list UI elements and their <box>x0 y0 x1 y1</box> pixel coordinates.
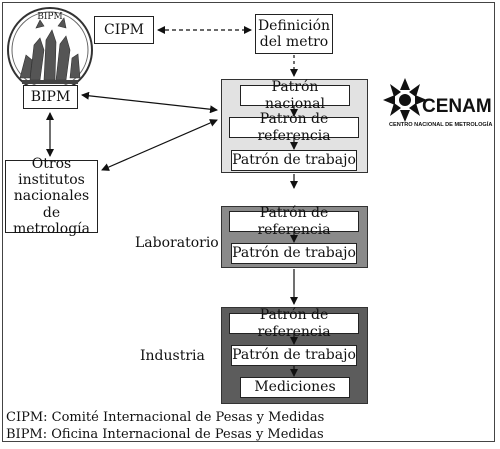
diagram-frame <box>2 2 495 442</box>
definicion-metro-box: Definición del metro <box>255 14 333 54</box>
bipm-seal-text: BIPM <box>37 12 62 22</box>
mediciones-box: Mediciones <box>240 377 350 398</box>
cenam-logo-text: CENAM <box>422 96 492 117</box>
legend-bipm: BIPM: Oficina Internacional de Pesas y M… <box>6 427 324 442</box>
otros-institutos-box: Otros institutos nacionales de metrologí… <box>5 156 98 237</box>
bipm-panel-arrow <box>81 91 218 114</box>
otros-panel-arrow <box>101 119 218 171</box>
legend-cipm: CIPM: Comité Internacional de Pesas y Me… <box>6 410 325 425</box>
patron-trabajo-box: Patrón de trabajo <box>231 150 357 171</box>
industria-label: Industria <box>140 348 205 364</box>
cenam-logo-subtitle: CENTRO NACIONAL DE METROLOGÍA <box>389 120 492 128</box>
bipm-box: BIPM <box>23 85 78 109</box>
laboratorio-label: Laboratorio <box>135 235 219 251</box>
ind-patron-trabajo-box: Patrón de trabajo <box>231 345 357 366</box>
lab-patron-trabajo-box: Patrón de trabajo <box>231 243 357 264</box>
cipm-box: CIPM <box>94 16 154 44</box>
